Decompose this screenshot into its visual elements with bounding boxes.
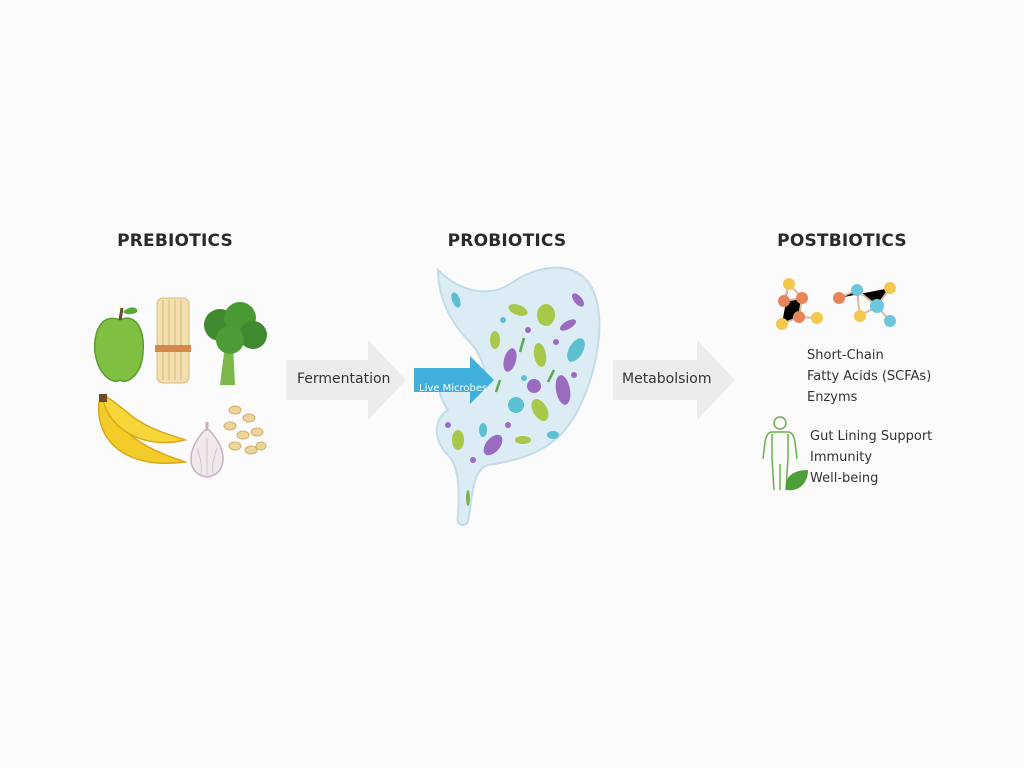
microbes <box>445 292 585 506</box>
fermentation-label: Fermentation <box>297 371 391 387</box>
human-body-icon <box>762 416 808 491</box>
apple-icon <box>93 307 145 382</box>
list-item: Immunity <box>810 450 873 465</box>
metabolism-arrow <box>613 340 735 420</box>
banana-icon <box>97 394 188 464</box>
broccoli-icon <box>204 302 267 385</box>
live-microbes-arrow <box>414 356 494 404</box>
list-item: Short-Chain <box>807 348 884 363</box>
list-item: Fatty Acids (SCFAs) <box>807 369 932 384</box>
garlic-icon <box>190 422 224 478</box>
metabolism-label: Metabolsiom <box>622 371 712 387</box>
benefits-list: Gut Lining Support Immunity Well-being <box>810 426 932 489</box>
fermentation-arrow <box>286 340 406 420</box>
list-item: Well-being <box>810 471 879 486</box>
probiotics-title: PROBIOTICS <box>447 231 567 251</box>
oats-icon <box>223 405 267 455</box>
prebiotics-title: PREBIOTICS <box>117 231 233 251</box>
list-item: Gut Lining Support <box>810 429 933 444</box>
prebiotic-foods <box>93 297 267 478</box>
molecule-icon <box>776 278 896 330</box>
fiber-bundle-icon <box>155 297 191 384</box>
leaf-icon <box>785 470 808 491</box>
compounds-list: Short-Chain Fatty Acids (SCFAs) Enzyms <box>807 345 931 408</box>
stomach-icon <box>435 266 601 527</box>
list-item: Enzyms <box>807 390 858 405</box>
postbiotics-title: POSTBIOTICS <box>777 231 907 251</box>
live-microbes-label: Live Microbes <box>419 383 488 394</box>
